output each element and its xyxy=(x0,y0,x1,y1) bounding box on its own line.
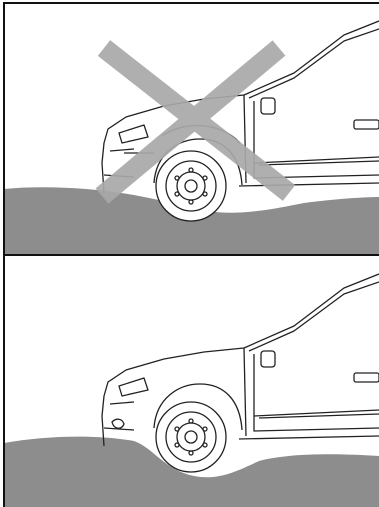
car-body xyxy=(102,274,379,446)
frame-divider xyxy=(3,254,379,256)
frame-top xyxy=(3,2,379,4)
vehicle-illustration-bottom xyxy=(4,256,379,507)
vehicle-illustration-top xyxy=(4,3,379,254)
panel-incorrect xyxy=(4,3,379,254)
panel-correct xyxy=(4,256,379,507)
front-wheel xyxy=(156,402,226,472)
